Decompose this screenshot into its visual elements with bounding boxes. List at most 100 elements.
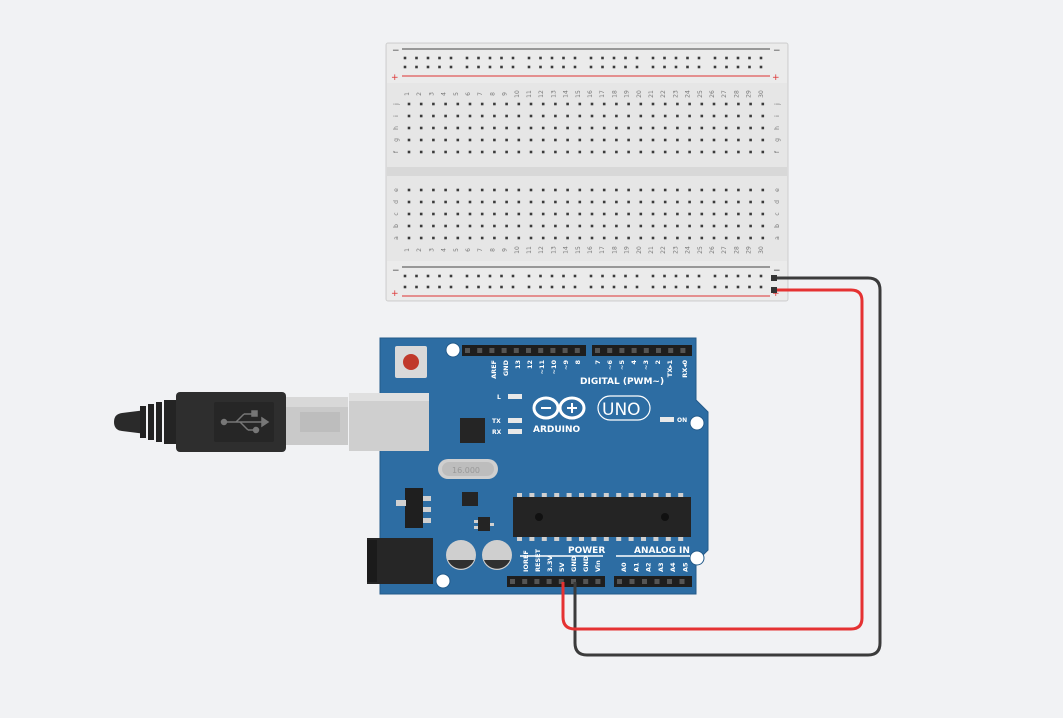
breadboard-hole[interactable] <box>724 224 728 228</box>
breadboard-hole[interactable] <box>449 274 453 278</box>
breadboard-hole[interactable] <box>590 150 594 154</box>
breadboard-hole[interactable] <box>686 56 689 60</box>
breadboard-hole[interactable] <box>590 224 594 228</box>
breadboard-hole[interactable] <box>566 200 569 204</box>
breadboard-hole[interactable] <box>465 285 469 289</box>
breadboard-hole[interactable] <box>541 212 545 216</box>
reset-button[interactable] <box>395 346 427 378</box>
breadboard-hole[interactable] <box>500 65 503 69</box>
breadboard-hole[interactable] <box>700 102 704 106</box>
breadboard-hole[interactable] <box>432 126 435 130</box>
breadboard-hole[interactable] <box>541 236 545 240</box>
breadboard-hole[interactable] <box>566 224 569 228</box>
breadboard-hole[interactable] <box>562 56 565 60</box>
breadboard-hole[interactable] <box>651 102 655 106</box>
breadboard-hole[interactable] <box>539 56 542 60</box>
breadboard-hole[interactable] <box>432 114 435 118</box>
header-pin[interactable] <box>654 579 660 584</box>
breadboard-hole[interactable] <box>736 56 740 60</box>
breadboard-hole[interactable] <box>578 188 582 192</box>
breadboard-hole[interactable] <box>761 224 765 228</box>
breadboard-hole[interactable] <box>529 212 533 216</box>
breadboard-hole[interactable] <box>615 102 618 106</box>
breadboard-hole[interactable] <box>407 188 411 192</box>
breadboard-hole[interactable] <box>700 114 704 118</box>
breadboard-hole[interactable] <box>748 56 751 60</box>
breadboard-hole[interactable] <box>602 212 606 216</box>
breadboard-hole[interactable] <box>468 102 472 106</box>
breadboard-hole[interactable] <box>562 285 565 289</box>
breadboard-hole[interactable] <box>688 150 691 154</box>
breadboard-hole[interactable] <box>468 200 472 204</box>
breadboard-hole[interactable] <box>444 188 447 192</box>
breadboard-hole[interactable] <box>444 212 447 216</box>
header-pin[interactable] <box>595 348 600 353</box>
breadboard-hole[interactable] <box>419 138 423 142</box>
header-pin[interactable] <box>571 579 576 584</box>
breadboard-hole[interactable] <box>759 285 763 289</box>
breadboard-hole[interactable] <box>550 56 554 60</box>
breadboard-hole[interactable] <box>602 102 606 106</box>
breadboard-hole[interactable] <box>403 56 407 60</box>
breadboard-hole[interactable] <box>589 285 593 289</box>
breadboard-hole[interactable] <box>541 150 545 154</box>
breadboard-hole[interactable] <box>500 285 503 289</box>
breadboard-hole[interactable] <box>444 126 447 130</box>
breadboard-hole[interactable] <box>539 274 542 278</box>
breadboard-hole[interactable] <box>480 102 484 106</box>
breadboard-hole[interactable] <box>554 102 557 106</box>
breadboard-hole[interactable] <box>480 236 484 240</box>
breadboard-hole[interactable] <box>688 138 691 142</box>
breadboard-hole[interactable] <box>759 65 763 69</box>
breadboard-hole[interactable] <box>601 285 604 289</box>
breadboard-hole[interactable] <box>529 102 533 106</box>
breadboard-hole[interactable] <box>697 274 701 278</box>
breadboard-hole[interactable] <box>712 188 716 192</box>
breadboard-hole[interactable] <box>724 188 728 192</box>
breadboard-hole[interactable] <box>590 212 594 216</box>
breadboard-hole[interactable] <box>578 114 582 118</box>
breadboard-hole[interactable] <box>477 285 480 289</box>
breadboard-hole[interactable] <box>488 285 492 289</box>
breadboard-hole[interactable] <box>480 138 484 142</box>
breadboard-hole[interactable] <box>444 102 447 106</box>
breadboard-hole[interactable] <box>511 56 515 60</box>
breadboard-hole[interactable] <box>438 56 441 60</box>
breadboard-hole[interactable] <box>712 126 716 130</box>
usb-cable[interactable] <box>114 392 348 452</box>
breadboard-hole[interactable] <box>737 114 740 118</box>
breadboard-hole[interactable] <box>748 65 751 69</box>
breadboard-hole[interactable] <box>639 126 643 130</box>
header-pin[interactable] <box>667 579 672 584</box>
breadboard-hole[interactable] <box>419 102 423 106</box>
breadboard-hole[interactable] <box>541 224 545 228</box>
breadboard-hole[interactable] <box>426 56 430 60</box>
breadboard-hole[interactable] <box>676 236 679 240</box>
header-pin[interactable] <box>562 348 568 353</box>
breadboard-hole[interactable] <box>676 150 679 154</box>
breadboard-hole[interactable] <box>663 200 667 204</box>
breadboard-hole[interactable] <box>529 236 533 240</box>
breadboard-hole[interactable] <box>663 126 667 130</box>
breadboard-hole[interactable] <box>550 285 554 289</box>
breadboard-hole[interactable] <box>639 114 643 118</box>
breadboard-hole[interactable] <box>601 65 604 69</box>
digital-header-left[interactable] <box>462 345 586 356</box>
breadboard-hole[interactable] <box>578 102 582 106</box>
header-pin[interactable] <box>679 579 685 584</box>
breadboard-hole[interactable] <box>465 65 469 69</box>
breadboard-hole[interactable] <box>444 138 447 142</box>
breadboard-hole[interactable] <box>505 236 508 240</box>
breadboard-hole[interactable] <box>590 236 594 240</box>
breadboard-hole[interactable] <box>554 212 557 216</box>
breadboard-hole[interactable] <box>493 126 496 130</box>
breadboard-hole[interactable] <box>612 56 616 60</box>
breadboard-hole[interactable] <box>724 236 728 240</box>
breadboard-hole[interactable] <box>627 236 630 240</box>
breadboard-hole[interactable] <box>697 65 701 69</box>
breadboard-hole[interactable] <box>566 236 569 240</box>
breadboard-hole[interactable] <box>627 102 630 106</box>
breadboard-hole[interactable] <box>444 224 447 228</box>
breadboard-hole[interactable] <box>663 150 667 154</box>
breadboard-hole[interactable] <box>663 285 666 289</box>
